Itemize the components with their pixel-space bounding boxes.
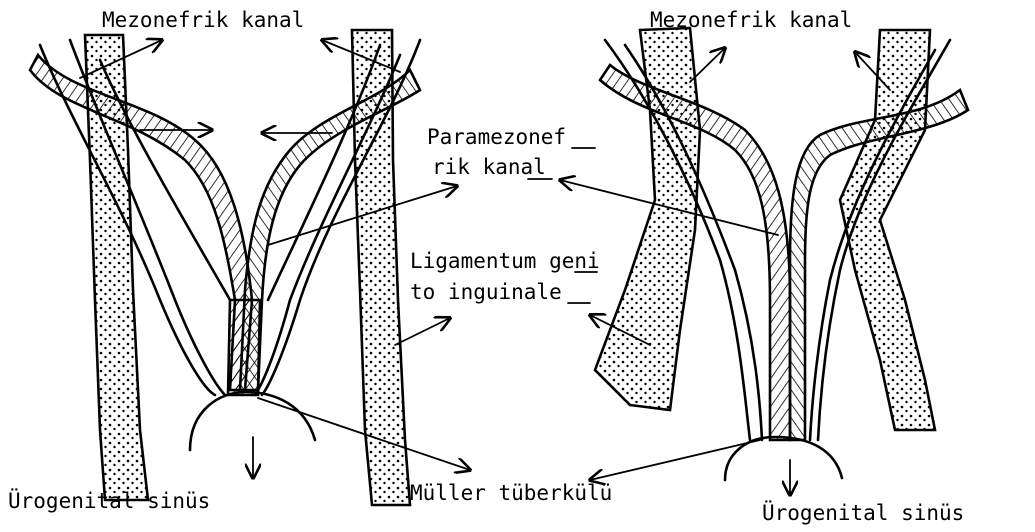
label-mezonefrik-right: Mezonefrik kanal (650, 8, 852, 32)
arrow-muller-right (590, 440, 760, 480)
left-fused-muller-column (228, 300, 260, 395)
label-muller: Müller tüberkülü (410, 481, 612, 505)
label-urogenital-left: Ürogenital sinüs (8, 488, 210, 513)
left-paramesonephric-duct (30, 55, 252, 390)
label-mezonefrik-left: Mezonefrik kanal (102, 8, 304, 32)
label-ligamentum-2: to inguinale (410, 280, 562, 304)
label-paramezonefrik-2: rik kanal (432, 155, 546, 179)
arrow-mezonefrik-right-a (690, 48, 725, 82)
right-diagram (595, 28, 968, 480)
arrow-ligamentum-left (395, 318, 450, 345)
label-urogenital-right: Ürogenital sinüs (762, 500, 964, 525)
label-ligamentum-1: Ligamentum geni (410, 249, 600, 273)
label-paramezonefrik-1: Paramezonef (427, 125, 566, 149)
